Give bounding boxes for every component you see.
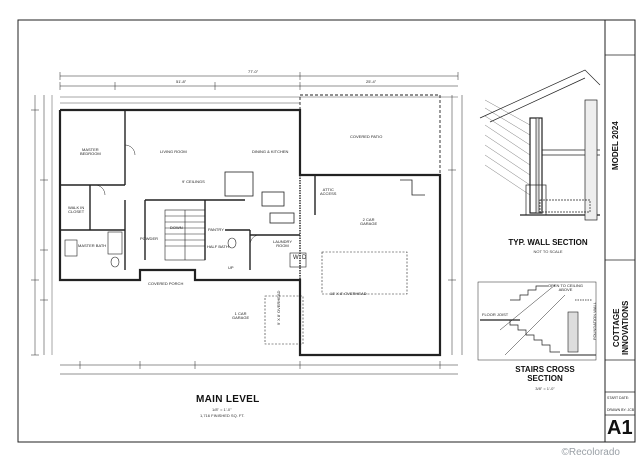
label-laundry-room: LAUNDRY ROOM xyxy=(273,239,293,248)
dim-right: 25'-4" xyxy=(366,79,377,84)
label-one-car-garage: 1 CAR GARAGE xyxy=(232,311,250,320)
label-powder: POWDER xyxy=(140,236,158,241)
main-level-scale: 1/8" = 1'-0" xyxy=(212,407,232,412)
label-covered-patio: COVERED PATIO xyxy=(350,134,383,139)
label-master-bath: MASTER BATH xyxy=(78,243,107,248)
label-washer-dryer: W D xyxy=(293,255,307,261)
label-open-to-ceiling: OPEN TO CEILING ABOVE xyxy=(548,283,583,292)
wall-section-title: TYP. WALL SECTION xyxy=(508,238,588,247)
label-up: UP xyxy=(228,265,234,270)
watermark: ©Recolorado xyxy=(561,447,620,458)
main-level-area: 1,716 FINISHED SQ. FT. xyxy=(200,413,245,418)
title-block-model: MODEL 2024 xyxy=(611,121,620,170)
label-attic-access: ATTIC ACCESS xyxy=(320,187,337,196)
label-foundation-wall: FOUNDATION WALL xyxy=(592,301,597,340)
label-overhead-9: 9' X 8' OVERHEAD xyxy=(276,290,281,325)
label-half-bath: HALF BATH xyxy=(207,244,229,249)
label-covered-porch: COVERED PORCH xyxy=(148,281,184,286)
label-ceilings: 9' CEILINGS xyxy=(182,179,205,184)
stairs-section-title: STAIRS CROSS SECTION xyxy=(515,365,575,383)
label-floor-joist: FLOOR JOIST xyxy=(482,312,509,317)
label-dining-kitchen: DINING & KITCHEN xyxy=(252,149,289,154)
label-living-room: LIVING ROOM xyxy=(160,149,187,154)
title-block-start-date: START DATE: xyxy=(607,396,630,400)
dim-overall: 77'-0" xyxy=(248,69,259,74)
label-walk-in-closet: WALK IN CLOSET xyxy=(68,205,85,214)
title-block-drawn-by: DRAWN BY: JCB xyxy=(607,408,635,412)
label-pantry: PANTRY xyxy=(208,227,224,232)
main-level-title: MAIN LEVEL xyxy=(196,394,260,405)
title-block-company: COTTAGE INNOVATIONS xyxy=(612,300,630,355)
label-down: DOWN xyxy=(170,225,183,230)
label-overhead-18: 18' X 8' OVERHEAD xyxy=(330,291,367,296)
stairs-section-scale: 3/8" = 1'-0" xyxy=(535,386,555,391)
label-master-bedroom: MASTER BEDROOM xyxy=(80,147,101,156)
wall-section-subtitle: NOT TO SCALE xyxy=(533,249,563,254)
title-block-sheet-number: A1 xyxy=(607,417,633,439)
dim-left: 51'-8" xyxy=(176,79,187,84)
label-two-car-garage: 2 CAR GARAGE xyxy=(360,217,378,226)
